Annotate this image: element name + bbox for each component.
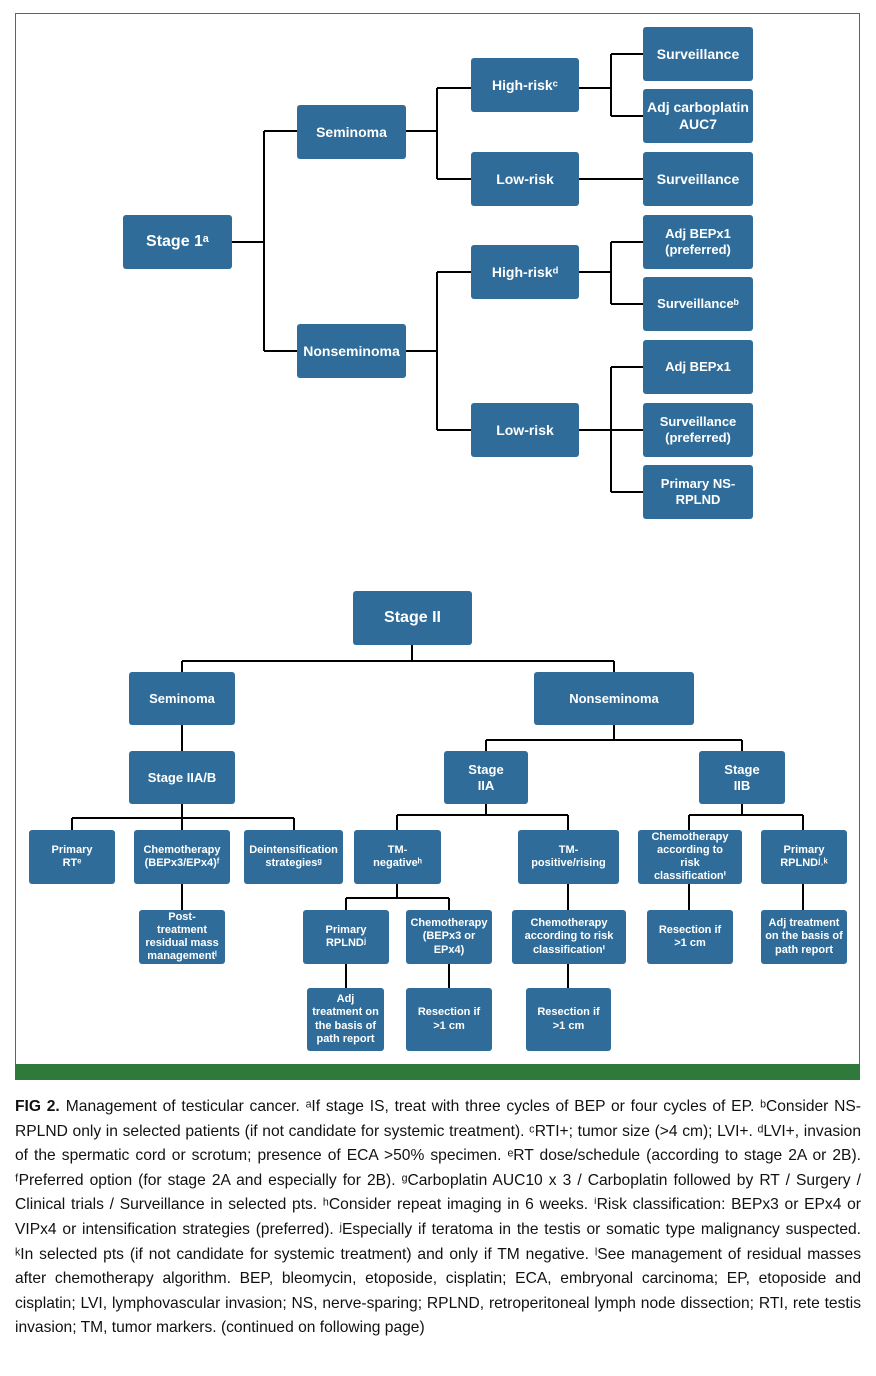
node-s1-sem-high-risk: High-riskᶜ [471,58,579,112]
node-s1-nonseminoma: Nonseminoma [297,324,406,378]
node-s2-resection-2: Resection if >1 cm [526,988,611,1051]
node-s1-ns-low-bep: Adj BEPx1 [643,340,753,394]
connector-stage2-split [181,645,615,672]
connector-s1-ns-high-split [579,241,643,305]
node-s1-seminoma: Seminoma [297,105,406,159]
node-s2-tm-positive: TM- positive/rising [518,830,619,884]
node-s2-stage-iiab: Stage IIA/B [129,751,235,804]
node-s2-iib-adj-treatment: Adj treatment on the basis of path repor… [761,910,847,964]
connector-s2-tmneg-split [345,884,450,910]
node-s2-iib-primary-rplnd: Primary RPLNDʲ˒ᵏ [761,830,847,884]
node-s1-ns-low-surveillance: Surveillance (preferred) [643,403,753,457]
node-s2-chemo-risk: Chemotherapy according to risk classific… [512,910,626,964]
node-s2-chemo-bep: Chemotherapy (BEPx3/EPx4)ᶠ [134,830,230,884]
node-s2-tm-negative: TM- negativeʰ [354,830,441,884]
connector-s2-iia-split [396,804,569,830]
figure-caption-text: Management of testicular cancer. ᵃIf sta… [15,1098,861,1337]
node-s1-ns-low-risk: Low-risk [471,403,579,457]
connector-s2-nonseminoma-split [485,725,743,751]
connector-s2-iib-split [688,804,804,830]
node-s1-ns-low-rplnd: Primary NS- RPLND [643,465,753,519]
node-s2-chemo-bep-ep: Chemotherapy (BEPx3 or EPx4) [406,910,492,964]
figure-label: FIG 2. [15,1098,60,1115]
node-s2-post-treatment: Post- treatment residual mass management… [139,910,225,964]
connector-stage1-split [232,130,297,352]
connector-s1-ns-low-split [579,366,643,493]
node-s2-seminoma: Seminoma [129,672,235,725]
node-s1-ns-high-surveillance: Surveillanceᵇ [643,277,753,331]
node-s2-iib-resection: Resection if >1 cm [647,910,733,964]
frame-bottom-bar [15,1064,860,1080]
node-s1-ns-high-bep: Adj BEPx1 (preferred) [643,215,753,269]
node-s2-primary-rplnd: Primary RPLNDʲ [303,910,389,964]
figure-caption: FIG 2.Management of testicular cancer. ᵃ… [15,1095,861,1341]
connector-s2-iiab-split [71,804,295,830]
node-s2-resection-1: Resection if >1 cm [406,988,492,1051]
node-s1-ns-high-risk: High-riskᵈ [471,245,579,299]
node-s2-primary-rt: Primary RTᵉ [29,830,115,884]
node-s2-stage-iia: Stage IIA [444,751,528,804]
node-stage2: Stage II [353,591,472,645]
node-s2-stage-iib: Stage IIB [699,751,785,804]
connector-s1-seminoma-split [406,87,471,180]
node-s1-sem-high-surveillance: Surveillance [643,27,753,81]
node-s2-iib-chemo: Chemotherapy according to risk classific… [638,830,742,884]
node-s1-sem-high-carboplatin: Adj carboplatin AUC7 [643,89,753,143]
connector-s1-nonseminoma-split [406,271,471,431]
node-stage1: Stage 1ᵃ [123,215,232,269]
node-s2-adj-treatment: Adj treatment on the basis of path repor… [307,988,384,1051]
connector-s1-sem-high-split [579,53,643,117]
node-s2-deintensification: Deintensification strategiesᵍ [244,830,343,884]
node-s1-sem-low-risk: Low-risk [471,152,579,206]
node-s2-nonseminoma: Nonseminoma [534,672,694,725]
node-s1-sem-low-surveillance: Surveillance [643,152,753,206]
